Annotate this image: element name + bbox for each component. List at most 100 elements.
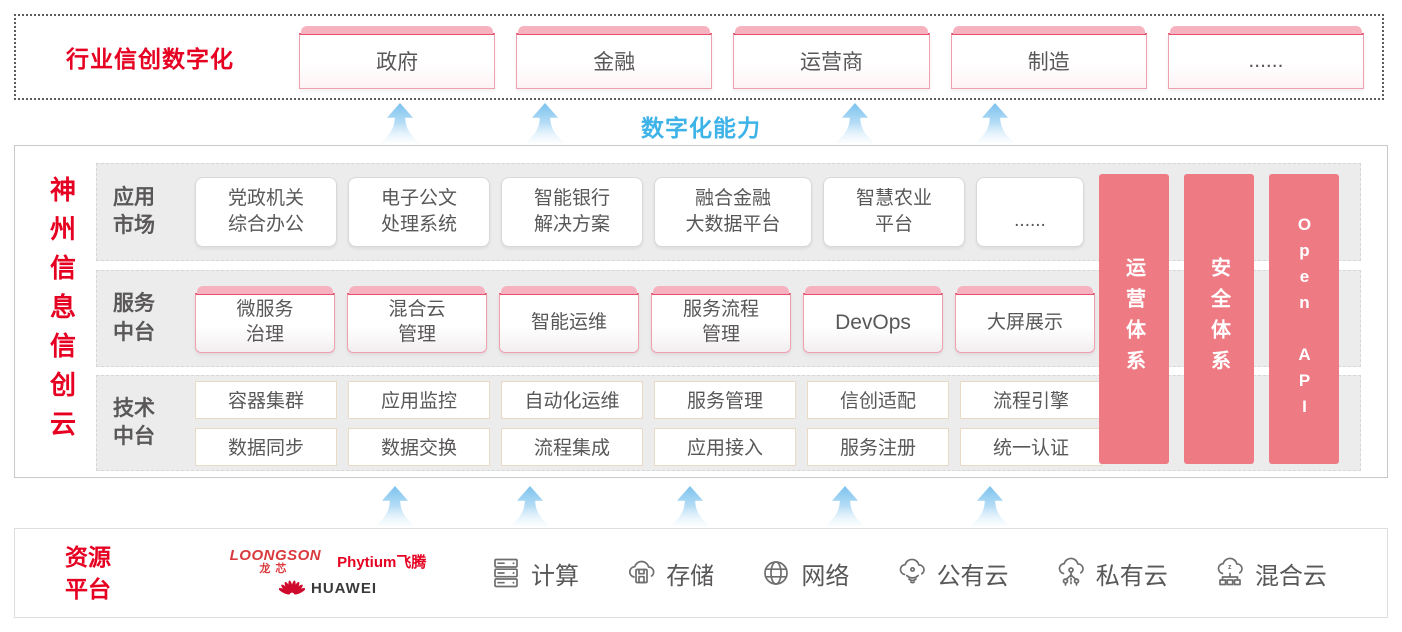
industry-item-label: 运营商	[800, 51, 863, 74]
tech-box: 服务注册	[807, 427, 949, 466]
service-box: 服务流程 管理	[651, 285, 791, 353]
tech-box: 数据同步	[195, 427, 337, 466]
tab-cap	[349, 285, 485, 294]
tab-cap	[501, 285, 637, 294]
up-arrow-icon	[975, 103, 1015, 143]
app-box: 党政机关 综合办公	[195, 177, 337, 247]
tech-box: 应用监控	[348, 380, 490, 419]
industry-item-label: 政府	[376, 51, 419, 74]
compute-server-icon	[494, 558, 518, 588]
storage-cloud-icon	[629, 560, 655, 584]
tab-cap	[197, 285, 333, 294]
tab-cap	[1169, 25, 1363, 34]
private-cloud-icon	[1058, 557, 1084, 587]
vendor-row: LOONGSON 龙芯 Phytium飞腾	[230, 548, 427, 575]
huawei-logo: HUAWEI	[279, 578, 377, 598]
sidebar-operations-system: 运营体系	[1099, 174, 1169, 464]
industry-items: 政府 金融 运营商 制造 ......	[299, 25, 1365, 89]
resource-item-hybrid-cloud: z 混合云	[1212, 555, 1327, 591]
svg-text:z: z	[1228, 564, 1232, 571]
service-box-label: 大屏展示	[986, 311, 1063, 333]
up-arrow-icon	[835, 103, 875, 143]
resource-item-label: 私有云	[1095, 562, 1168, 590]
sidebar-security-system: 安全体系	[1184, 174, 1254, 464]
app-box: 智慧农业 平台	[823, 177, 965, 247]
service-box: 混合云 管理	[347, 285, 487, 353]
platform-title: 神州信息信创云	[46, 175, 77, 449]
service-box-label: DevOps	[835, 311, 911, 335]
tab-cap	[301, 25, 494, 34]
app-market-boxes: 党政机关 综合办公 电子公文 处理系统 智能银行 解决方案 融合金融 大数据平台…	[195, 177, 1084, 247]
public-cloud-icon	[899, 558, 925, 584]
resource-item-label: 网络	[801, 562, 850, 590]
tech-boxes: 容器集群 应用监控 自动化运维 服务管理 信创适配 流程引擎 数据同步 数据交换…	[195, 380, 1102, 466]
resource-item-private-cloud: 私有云	[1053, 555, 1168, 591]
tab-cap	[518, 25, 711, 34]
phytium-logo: Phytium飞腾	[337, 554, 427, 571]
service-platform-label: 服务 中台	[113, 292, 155, 344]
capability-arrow-band: 数字化能力	[0, 101, 1402, 145]
up-arrow-icon	[825, 486, 865, 526]
industry-banner-title: 行业信创数字化	[66, 46, 234, 72]
tech-box: 容器集群	[195, 380, 337, 419]
tech-boxes-top: 容器集群 应用监控 自动化运维 服务管理 信创适配 流程引擎	[195, 380, 1102, 419]
sidebar-open-api: Open API	[1269, 174, 1339, 464]
service-box-label: 微服务 治理	[236, 299, 294, 345]
service-box-label: 混合云 管理	[388, 299, 446, 345]
platform-panel: 神州信息信创云 应用 市场 党政机关 综合办公 电子公文 处理系统 智能银行 解…	[14, 145, 1388, 478]
tab-cap	[952, 25, 1145, 34]
tab-cap	[957, 285, 1093, 294]
app-market-row: 应用 市场 党政机关 综合办公 电子公文 处理系统 智能银行 解决方案 融合金融…	[96, 163, 1361, 261]
tech-box: 统一认证	[960, 427, 1102, 466]
up-arrow-icon	[970, 486, 1010, 526]
service-platform-row: 服务 中台 微服务 治理 混合云 管理 智能运维 服务流程 管理 DevOps …	[96, 270, 1361, 367]
resource-item-compute: 计算	[488, 555, 579, 591]
service-box: 微服务 治理	[195, 285, 335, 353]
huawei-flower-icon	[279, 580, 305, 595]
service-box: 智能运维	[499, 285, 639, 353]
industry-item-operator: 运营商	[733, 25, 930, 89]
tech-box: 服务管理	[654, 380, 796, 419]
resource-item-label: 混合云	[1254, 562, 1327, 590]
industry-item-government: 政府	[299, 25, 496, 89]
tech-platform-label: 技术 中台	[113, 396, 155, 448]
service-box: 大屏展示	[955, 285, 1095, 353]
tab-cap	[735, 25, 928, 34]
industry-item-more: ......	[1167, 25, 1365, 89]
huawei-wordmark: HUAWEI	[311, 579, 377, 597]
tech-box: 应用接入	[654, 427, 796, 466]
industry-item-label: 金融	[593, 51, 636, 74]
resource-item-label: 公有云	[936, 562, 1009, 590]
industry-item-manufacturing: 制造	[950, 25, 1147, 89]
tech-boxes-bottom: 数据同步 数据交换 流程集成 应用接入 服务注册 统一认证	[195, 427, 1102, 466]
tab-cap	[805, 285, 941, 294]
tab-cap	[653, 285, 789, 294]
network-globe-icon	[764, 561, 789, 585]
resource-item-storage: 存储	[623, 555, 714, 591]
tech-box: 数据交换	[348, 427, 490, 466]
hybrid-cloud-icon: z	[1217, 557, 1243, 586]
industry-banner: 行业信创数字化 政府 金融 运营商 制造 ......	[14, 14, 1384, 100]
app-box-more: ......	[976, 177, 1084, 247]
loongson-wordmark: LOONGSON	[229, 547, 322, 564]
tech-box: 信创适配	[807, 380, 949, 419]
capability-label: 数字化能力	[641, 115, 761, 141]
resource-arrow-band	[0, 481, 1402, 528]
app-market-label: 应用 市场	[113, 185, 155, 237]
resource-item-label: 计算	[531, 562, 579, 590]
resource-platform-panel: 资源 平台 LOONGSON 龙芯 Phytium飞腾	[14, 528, 1388, 618]
industry-item-label: 制造	[1027, 51, 1070, 74]
resource-item-network: 网络	[758, 555, 849, 591]
tech-box: 流程引擎	[960, 380, 1102, 419]
tech-platform-row: 技术 中台 容器集群 应用监控 自动化运维 服务管理 信创适配 流程引擎 数据同…	[96, 375, 1361, 471]
tech-box: 流程集成	[501, 427, 643, 466]
tech-box: 自动化运维	[501, 380, 643, 419]
app-box: 智能银行 解决方案	[501, 177, 643, 247]
resource-item-public-cloud: 公有云	[894, 555, 1009, 591]
up-arrow-icon	[670, 486, 710, 526]
up-arrow-icon	[375, 486, 415, 526]
service-boxes: 微服务 治理 混合云 管理 智能运维 服务流程 管理 DevOps 大屏展示	[195, 285, 1095, 353]
up-arrow-icon	[525, 103, 565, 143]
loongson-chinese: 龙芯	[259, 563, 292, 575]
app-box: 电子公文 处理系统	[348, 177, 490, 247]
